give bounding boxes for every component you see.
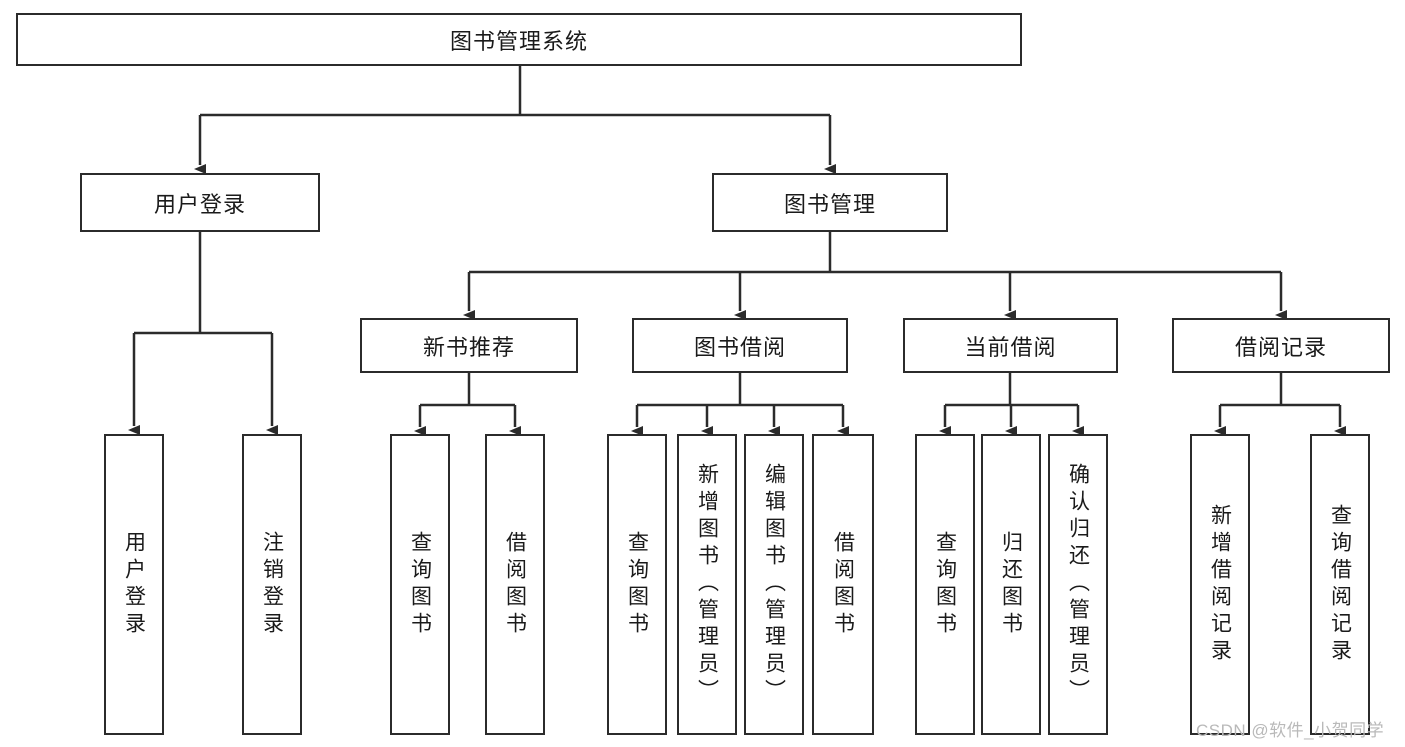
node-leaf-add-record[interactable]: 新增借阅记录 (1190, 434, 1250, 735)
node-book-manage-label: 图书管理 (783, 191, 876, 217)
node-root-label: 图书管理系统 (449, 28, 588, 54)
node-borrow-record-label: 借阅记录 (1234, 334, 1327, 360)
node-leaf-add-book[interactable]: 新增图书（管理员） (677, 434, 737, 735)
node-leaf-query-record[interactable]: 查询借阅记录 (1310, 434, 1370, 735)
node-leaf-query-book-borrow[interactable]: 查询图书 (607, 434, 667, 735)
node-leaf-return-book-label: 归还图书 (999, 530, 1023, 639)
node-leaf-query-book-rec-label: 查询图书 (408, 530, 432, 639)
node-borrow-record[interactable]: 借阅记录 (1172, 318, 1390, 373)
watermark: CSDN @软件_小贺同学 (1196, 716, 1384, 741)
node-leaf-edit-book-label: 编辑图书（管理员） (762, 463, 786, 706)
node-leaf-user-login-label: 用户登录 (122, 530, 146, 639)
node-book-borrow[interactable]: 图书借阅 (632, 318, 848, 373)
node-leaf-borrow-book-label: 借阅图书 (831, 530, 855, 639)
node-leaf-confirm-return[interactable]: 确认归还（管理员） (1048, 434, 1108, 735)
node-user-login[interactable]: 用户登录 (80, 173, 320, 232)
node-leaf-query-book-borrow-label: 查询图书 (625, 530, 649, 639)
node-book-borrow-label: 图书借阅 (693, 334, 786, 360)
node-leaf-return-book[interactable]: 归还图书 (981, 434, 1041, 735)
node-leaf-query-book-rec[interactable]: 查询图书 (390, 434, 450, 735)
node-user-login-label: 用户登录 (153, 191, 246, 217)
node-leaf-user-login[interactable]: 用户登录 (104, 434, 164, 735)
node-leaf-user-logout[interactable]: 注销登录 (242, 434, 302, 735)
node-new-book-rec[interactable]: 新书推荐 (360, 318, 578, 373)
node-leaf-query-book-cur[interactable]: 查询图书 (915, 434, 975, 735)
node-leaf-add-record-label: 新增借阅记录 (1208, 503, 1232, 666)
node-leaf-query-book-cur-label: 查询图书 (933, 530, 957, 639)
node-leaf-borrow-book[interactable]: 借阅图书 (812, 434, 874, 735)
node-new-book-rec-label: 新书推荐 (422, 334, 515, 360)
node-leaf-user-logout-label: 注销登录 (260, 530, 284, 639)
node-leaf-add-book-label: 新增图书（管理员） (695, 463, 719, 706)
node-leaf-borrow-book-rec[interactable]: 借阅图书 (485, 434, 545, 735)
node-current-borrow-label: 当前借阅 (964, 334, 1057, 360)
node-root[interactable]: 图书管理系统 (16, 13, 1022, 66)
node-leaf-confirm-return-label: 确认归还（管理员） (1066, 463, 1090, 706)
node-leaf-edit-book[interactable]: 编辑图书（管理员） (744, 434, 804, 735)
watermark-text: CSDN @软件_小贺同学 (1196, 721, 1385, 740)
node-leaf-borrow-book-rec-label: 借阅图书 (503, 530, 527, 639)
node-leaf-query-record-label: 查询借阅记录 (1328, 503, 1352, 666)
node-book-manage[interactable]: 图书管理 (712, 173, 948, 232)
node-current-borrow[interactable]: 当前借阅 (903, 318, 1118, 373)
